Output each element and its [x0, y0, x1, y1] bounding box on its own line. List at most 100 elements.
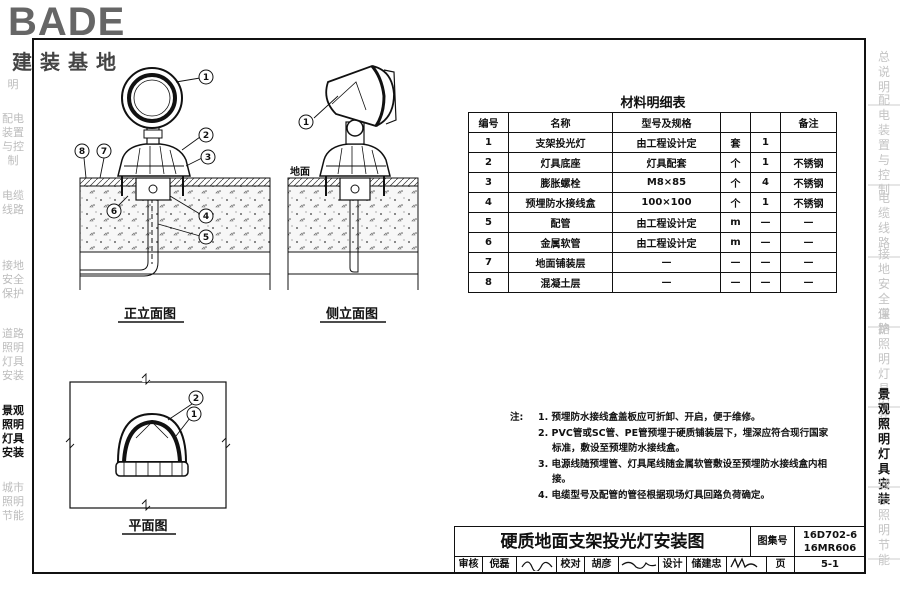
chapter-tab[interactable]: 道路照明灯具安装 — [868, 307, 900, 426]
table-cell: 不锈钢 — [780, 152, 837, 173]
table-cell: 配管 — [508, 212, 613, 233]
check-signature — [619, 557, 659, 573]
table-cell — [780, 132, 837, 153]
left-rail-item: 明 — [7, 78, 19, 91]
table-cell: 不锈钢 — [780, 192, 837, 213]
col-header: 名称 — [508, 112, 613, 133]
conduit-pipe — [349, 200, 359, 273]
table-cell: — — [750, 252, 781, 273]
table-cell: — — [750, 212, 781, 233]
note-item: 1. 预埋防水接线盒盖板应可折卸、开启，便于维修。 — [538, 412, 761, 423]
design-label: 设计 — [659, 557, 687, 573]
review-signature — [517, 557, 557, 573]
junction-box — [135, 177, 171, 201]
table-cell: — — [750, 272, 781, 293]
chapter-tab-label: 配电装置与控制 — [877, 92, 890, 197]
callout-numbers: 1 2 3 4 5 6 7 8 1 2 1 — [79, 73, 309, 420]
callout-4: 4 — [203, 212, 209, 222]
table-cell: 1 — [468, 132, 509, 153]
table-cell: 金属软管 — [508, 232, 613, 253]
callout-3: 3 — [205, 153, 211, 163]
plan-lamp-head — [116, 412, 188, 463]
table-cell: 1 — [750, 132, 781, 153]
table-cell: m — [720, 232, 751, 253]
title-block: 硬质地面支架投光灯安装图 图集号 16D702-6 16MR606 审核 倪磊 … — [454, 526, 866, 574]
table-cell: 8 — [468, 272, 509, 293]
chapter-tab[interactable]: 景观照明灯具安装 — [868, 387, 900, 506]
table-cell: — — [720, 272, 751, 293]
right-chapter-rail: 总说明配电装置与控制电缆线路接地安全保护道路照明灯具安装景观照明灯具安装城市照明… — [868, 40, 900, 567]
callout-6: 6 — [111, 207, 117, 217]
table-cell: 由工程设计定 — [612, 212, 721, 233]
notes-list: 1. 预埋防水接线盒盖板应可折卸、开启，便于维修。 2. PVC管或SC管、PE管… — [512, 410, 832, 503]
table-cell: 3 — [468, 172, 509, 193]
col-header — [720, 112, 751, 133]
front-elevation — [79, 67, 271, 290]
table-cell: 套 — [720, 132, 751, 153]
floodlight-head — [325, 65, 395, 127]
view-captions: 正立面图 侧立面图 平面图 地面 — [124, 165, 378, 534]
side-view-caption: 侧立面图 — [326, 306, 378, 322]
table-cell: 膨胀螺栓 — [508, 172, 613, 193]
col-header: 型号及规格 — [612, 112, 721, 133]
review-name: 倪磊 — [483, 557, 517, 573]
table-cell: 混凝土层 — [508, 272, 613, 293]
conduit-pipe — [80, 196, 159, 277]
chapter-tab[interactable]: 总说明 — [868, 40, 900, 106]
table-cell: 地面铺装层 — [508, 252, 613, 273]
left-rail-item: 配电装置与控制 — [2, 112, 24, 167]
chapter-tab[interactable]: 城市照明节能 — [868, 478, 900, 567]
table-cell: 4 — [468, 192, 509, 213]
design-signature-mark — [729, 557, 757, 569]
table-cell: 灯具底座 — [508, 152, 613, 173]
table-cell: 预埋防水接线盒 — [508, 192, 613, 213]
note-item: 2. PVC管或SC管、PE管预埋于硬质铺装层下，埋深应符合现行国家标准，敷设至… — [538, 427, 829, 455]
page-label: 页 — [767, 557, 795, 573]
left-chapter-rail: 明 配电装置与控制 电缆线路 接地安全保护 道路照明灯具安装 景观照明灯具安装 … — [0, 74, 30, 554]
notes-head: 注: — [510, 412, 524, 423]
chapter-tab-label: 电缆线路 — [877, 191, 890, 250]
design-name: 储建忠 — [687, 557, 727, 573]
page-number: 5-1 — [820, 559, 840, 570]
chapter-tab-label: 道路照明灯具安装 — [877, 307, 890, 426]
table-cell: 个 — [720, 192, 751, 213]
col-header: 编号 — [468, 112, 509, 133]
check-label: 校对 — [557, 557, 585, 573]
callout-2-plan: 2 — [193, 394, 199, 404]
table-cell: — — [780, 232, 837, 253]
review-signature-mark — [520, 561, 552, 573]
table-cell: 个 — [720, 152, 751, 173]
table-cell: 1 — [750, 192, 781, 213]
left-rail-item: 电缆线路 — [2, 189, 24, 216]
plan-lamp-base — [115, 461, 189, 477]
callout-5: 5 — [203, 233, 209, 243]
table-cell: 4 — [750, 172, 781, 193]
table-cell: 由工程设计定 — [612, 232, 721, 253]
chapter-tab[interactable]: 配电装置与控制 — [868, 93, 900, 197]
design-signature — [727, 557, 767, 573]
paving-layer — [79, 177, 271, 187]
table-header-row: 编号 名称 型号及规格 备注 — [468, 112, 837, 133]
atlas-number-1: 16D702-6 — [802, 530, 858, 541]
bade-logo: BADE 建装基地 — [6, 0, 176, 74]
side-elevation — [287, 65, 419, 290]
plan-view-caption: 平面图 — [128, 519, 167, 534]
atlas-label: 图集号 — [751, 527, 795, 557]
note-item: 3. 电源线随预埋管、灯具尾线随金属软管敷设至预埋防水接线盒内相接。 — [538, 458, 828, 486]
table-cell: M8×85 — [612, 172, 721, 193]
callout-8: 8 — [79, 147, 85, 157]
table-cell: m — [720, 212, 751, 233]
table-cell: 个 — [720, 172, 751, 193]
chapter-tab[interactable]: 接地安全保护 — [868, 247, 900, 336]
left-rail-item: 道路照明灯具安装 — [2, 327, 24, 382]
chapter-tab[interactable]: 电缆线路 — [868, 186, 900, 258]
concrete-layer — [79, 185, 271, 253]
table-cell: — — [750, 232, 781, 253]
